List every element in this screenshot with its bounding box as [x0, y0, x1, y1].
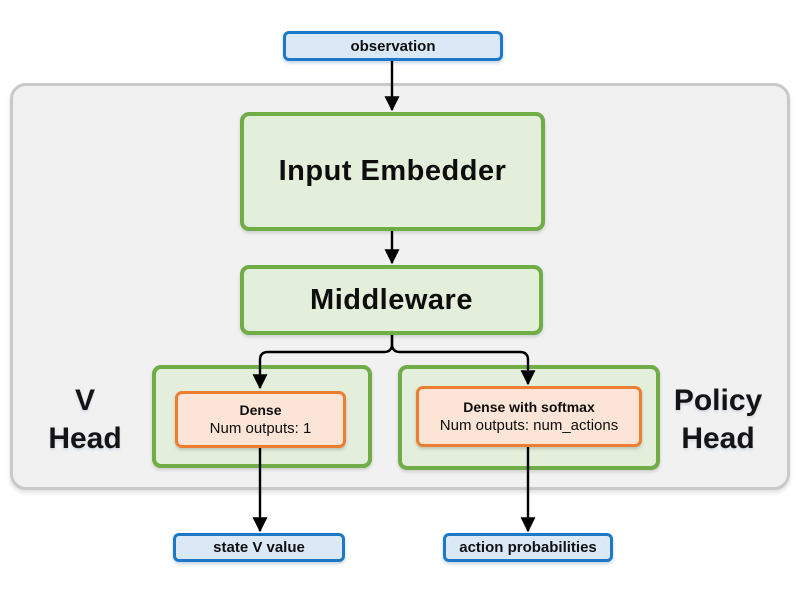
v-head-dense-node: Dense Num outputs: 1	[175, 391, 346, 448]
state-v-value-label: state V value	[213, 539, 305, 556]
v-head-dense-title: Dense	[239, 402, 282, 418]
input-embedder-node: Input Embedder	[240, 112, 545, 231]
middleware-label: Middleware	[310, 283, 473, 316]
policy-head-label-line1: Policy	[673, 384, 763, 417]
v-head-dense-subtitle: Num outputs: 1	[209, 420, 312, 437]
input-embedder-label: Input Embedder	[278, 155, 507, 187]
v-head-label: V Head	[30, 382, 140, 457]
policy-head-dense-title: Dense with softmax	[463, 399, 595, 415]
policy-head-dense-node: Dense with softmax Num outputs: num_acti…	[416, 386, 642, 447]
action-probabilities-node: action probabilities	[443, 533, 613, 562]
policy-head-dense-subtitle: Num outputs: num_actions	[439, 417, 619, 434]
state-v-value-node: state V value	[173, 533, 345, 562]
v-head-label-line1: V	[74, 384, 95, 417]
v-head-label-line2: Head	[48, 421, 122, 455]
policy-head-label-line2: Head	[681, 421, 755, 455]
policy-head-label: Policy Head	[662, 382, 774, 457]
observation-node: observation	[283, 31, 503, 61]
action-probabilities-label: action probabilities	[459, 539, 597, 556]
middleware-node: Middleware	[240, 265, 543, 335]
observation-label: observation	[350, 37, 436, 55]
